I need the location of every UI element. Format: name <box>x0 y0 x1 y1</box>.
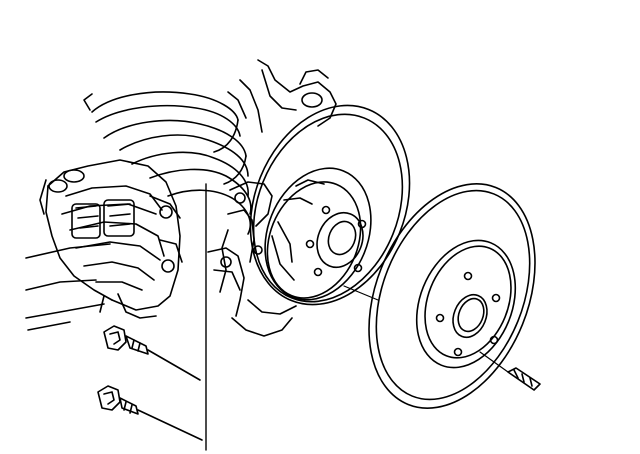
explode-leader-line <box>343 285 379 301</box>
shock-absorber <box>227 59 337 133</box>
caliper-mounting-bolt-upper <box>103 325 201 381</box>
coil-spring <box>83 91 252 235</box>
brake-caliper-assembly <box>39 159 183 319</box>
removed-brake-disc <box>368 183 536 409</box>
hub-and-knuckle <box>25 181 297 451</box>
disc-retaining-screw <box>479 351 541 391</box>
caliper-mounting-bolt-lower <box>97 385 203 441</box>
